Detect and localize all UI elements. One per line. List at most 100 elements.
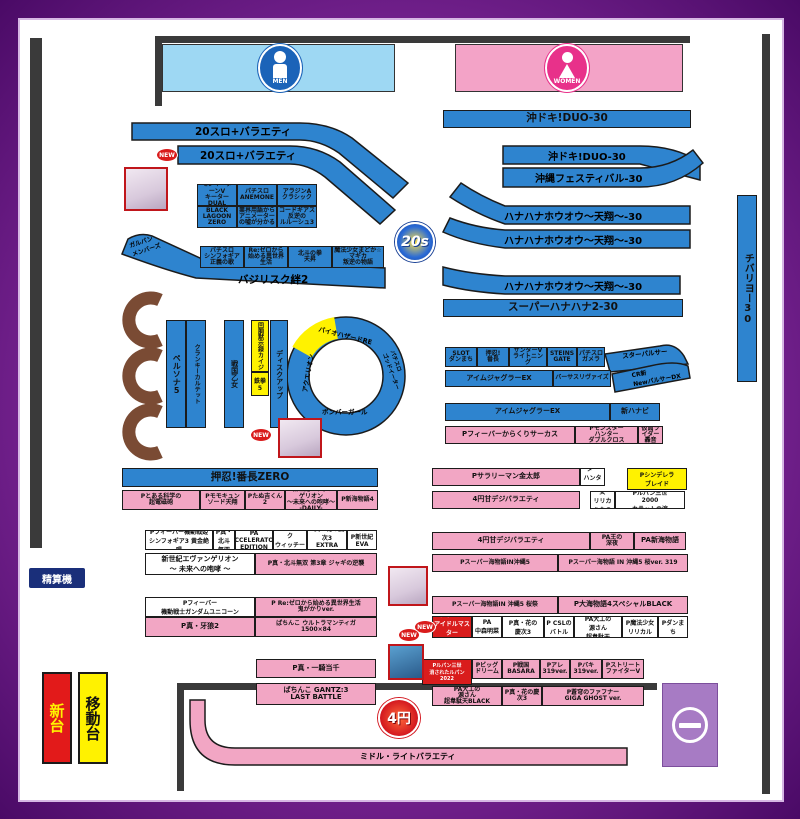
super-okinawa5-row[interactable]: Pスーパー海物語IN沖縄5	[432, 554, 558, 572]
goods2-2[interactable]: P真・花の慶次3	[502, 686, 542, 706]
slot-cell-bottom-1[interactable]: BLACK LAGOON ZERO	[197, 206, 237, 228]
seisan-machine[interactable]: 精算機	[29, 568, 85, 588]
small-row-1[interactable]: PA 中森明菜	[472, 616, 502, 638]
black-row[interactable]: P大海物語4スペシャルBLACK	[558, 596, 688, 614]
mid-slot-2[interactable]: 押忍! 番長	[477, 347, 509, 367]
row-hana-2-shape	[441, 217, 691, 249]
vert-col-4-label: ディスクアップ	[275, 349, 284, 399]
cinderella-cell[interactable]: Pシンデレラ ブレイド	[627, 468, 687, 490]
new-highlight-box[interactable]: Pフィーバー アイドルマスター 319ver.	[432, 616, 472, 638]
eva-row[interactable]: 新世紀エヴァンゲリオン 〜 未来への咆哮 〜	[145, 553, 255, 575]
pachi-white-1[interactable]: Pフィーバー機動戦姫 シンフォギア3 黄金絶唱	[145, 530, 213, 550]
row-karakuri[interactable]: Pフィーバーからくりサーカス	[445, 426, 575, 444]
legend-new: 新台	[42, 672, 72, 764]
gundam-row[interactable]: Pフィーバー 機動戦士ガンダムユニコーン	[145, 597, 255, 617]
ou-cell[interactable]: PA王の 深夜	[590, 532, 634, 550]
legend-new-label: 新台	[47, 703, 66, 733]
row-chibari[interactable]: チバリヨー30	[737, 195, 757, 382]
row-hana-1-shape	[448, 181, 691, 225]
legend-moved-label: 移動台	[83, 695, 102, 741]
pachi-pink-1[interactable]: Pとある科学の 超電磁砲	[122, 490, 200, 510]
mid-slot-3[interactable]: サンダーV ライトニング	[509, 347, 547, 367]
row-versus[interactable]: バーサスリヴァイズ	[553, 370, 611, 387]
sea-cell[interactable]: PA新海物語	[634, 532, 686, 550]
small-row-2[interactable]: P真・花の 慶次3	[502, 616, 544, 638]
slot-cell-bottom-2[interactable]: 業界用語から アニメーター の嘘が分かる	[237, 206, 277, 228]
hokuto3-row[interactable]: P真・北斗無双 第3章 ジャギの逆襲	[255, 553, 377, 575]
ikki-row[interactable]: P真・一騎当千	[256, 659, 376, 678]
vert-col-yellow-small[interactable]: 鉄拳5	[251, 372, 269, 396]
slot-lower-1[interactable]: パチスロ シンフォギア 正義の歌	[200, 246, 244, 268]
vert-col-yellow-small-label: 鉄拳5	[253, 378, 266, 392]
cell-kamen[interactable]: 仮面ライダー 轟音	[638, 426, 663, 444]
row-aim-1[interactable]: アイムジャグラーEX	[445, 370, 553, 387]
salaryman-row[interactable]: Pサラリーマン金太郎	[432, 468, 580, 486]
slot-lower-2[interactable]: Re:ゼロから 始める異世界生活	[244, 246, 288, 268]
row-super-hana[interactable]: スーパーハナハナ2-30	[443, 299, 683, 317]
mid-slot-5[interactable]: パチスロ ガメラ	[577, 347, 605, 367]
row-duo-1[interactable]: 沖ドキ!DUO-30	[443, 110, 691, 128]
row-hana-3-shape	[442, 266, 681, 295]
mid-slot-1[interactable]: SLOT ダンまち	[445, 347, 477, 367]
vert-col-3[interactable]: 戦国乙女	[224, 320, 244, 428]
row-oshiban[interactable]: 押忍!番長ZERO	[122, 468, 378, 487]
men-icon: MEN	[258, 44, 302, 92]
nanoha-cell[interactable]: P魔法少女 リリカルなのは	[590, 491, 615, 509]
vert-col-yellow[interactable]: 回胴黙示録カイジ	[251, 320, 269, 372]
small-row-3[interactable]: P CSLの バトル	[544, 616, 574, 638]
mid-slot-4[interactable]: STEINS GATE	[547, 347, 577, 367]
lupin2022-cell[interactable]: Pルパン三世 消されたルパン 2022	[422, 659, 472, 685]
slot-cell-top-2[interactable]: パチスロ ANEMONE	[237, 184, 277, 206]
row-aim-2[interactable]: アイムジャグラーEX	[445, 403, 610, 421]
small-row-6[interactable]: Pダンまち	[658, 616, 688, 638]
gantz-row[interactable]: ぱちんこ GANTZ:3 LAST BATTLE	[256, 683, 376, 705]
small-row-4[interactable]: PA大工の 源さん 超韋駄天	[574, 616, 622, 638]
goods-3[interactable]: Pアレ 319ver.	[540, 659, 570, 679]
okinawa5-sakura-row[interactable]: Pスーパー海物語IN 沖縄5 桜祭	[432, 596, 558, 614]
row-hanabi[interactable]: 新ハナビ	[610, 403, 660, 421]
goods-1[interactable]: Pビッグ ドリーム	[472, 659, 502, 679]
goods2-1[interactable]: PA大工の 源さん 超韋駄天BLACK	[432, 686, 502, 706]
counter-c-1	[122, 291, 163, 349]
pachi-white-6[interactable]: P新世紀 EVA	[347, 530, 377, 550]
ring-machines-shape	[287, 317, 405, 435]
small-row-5[interactable]: P魔法少女 リリカル	[622, 616, 658, 638]
lupin2000-cell[interactable]: Pルパン三世 2000 カラットの涙	[615, 491, 685, 509]
cell-hunter[interactable]: Pモンスター ハンター ダブルクロス	[575, 426, 638, 444]
pachi-pink-4[interactable]: P新世紀エヴァンゲリオン 〜未来への咆哮〜 -DAILY-	[285, 490, 337, 510]
wall-right	[762, 34, 770, 794]
slot-right-cell[interactable]: 魔法少女まどか☆マギカ 叛逆の物語	[332, 246, 384, 268]
new-badge-1: NEW	[156, 148, 178, 162]
pachi-pink-2[interactable]: Pモモキュン ソード天翔	[200, 490, 245, 510]
vert-col-2[interactable]: クランキーカルテット	[186, 320, 206, 428]
ultraman-row[interactable]: ぱちんこ ウルトラマンティガ 1500×84	[255, 617, 377, 637]
goods-5[interactable]: Pストリート ファイターV	[602, 659, 644, 679]
vert-col-1[interactable]: ペルソナ5	[166, 320, 186, 428]
pachi-white-5[interactable]: P真・花の慶次3 EXTRA RUSH	[307, 530, 347, 550]
vert-col-4[interactable]: ディスクアップ	[270, 320, 288, 428]
slot-cell-bottom-3[interactable]: コードギアス 反逆の ルルーシュ3	[277, 206, 317, 228]
slot-cell-top-1[interactable]: モンキーターンV キーター DUAL	[197, 184, 237, 206]
pachi-white-2[interactable]: P真・北斗 無双	[213, 530, 235, 550]
slot-lower-3[interactable]: 北斗の拳 天昇	[288, 246, 332, 268]
pachi-white-3[interactable]: PA ACCELERATOR EDITION	[235, 530, 273, 550]
super-okinawa5-319-row[interactable]: Pスーパー海物語 IN 沖縄5 桜ver. 319	[558, 554, 688, 572]
yen4-row-2[interactable]: 4円甘デジバラエティ	[432, 532, 590, 550]
counter-c-2	[122, 347, 163, 405]
row-hana-1-label: ハナハナホウオウ〜天翔〜-30	[504, 212, 643, 223]
counter-c-3	[122, 403, 163, 461]
garo-row[interactable]: P真・牙狼2	[145, 617, 255, 637]
pachi-white-4[interactable]: Pストライク ウィッチーズ	[273, 530, 307, 550]
row-festival-label: 沖縄フェスティバル-30	[535, 174, 643, 185]
yen4-row-1[interactable]: 4円甘デジバラエティ	[432, 491, 580, 509]
slot-cell-top-3[interactable]: アラジンA クラシック	[277, 184, 317, 206]
goods-2[interactable]: P戦国 BASARA	[502, 659, 540, 679]
row-hana-3-label: ハナハナホウオウ〜天翔〜-30	[504, 282, 643, 293]
pachi-pink-3[interactable]: Pたぬ吉くん2	[245, 490, 285, 510]
rezero-row[interactable]: P Re:ゼロから始める異世界生活 鬼がかりver.	[255, 597, 377, 617]
pachi-pink-5[interactable]: P新海物語4	[337, 490, 378, 510]
monhun-cell[interactable]: Pモンスター ハンター ライズ	[580, 468, 605, 486]
goods2-3[interactable]: P蒼穹のファフナー GIGA GHOST ver.	[542, 686, 644, 706]
goods-4[interactable]: Pバキ 319ver.	[570, 659, 602, 679]
row-chibari-label: チバリヨー30	[742, 252, 754, 325]
